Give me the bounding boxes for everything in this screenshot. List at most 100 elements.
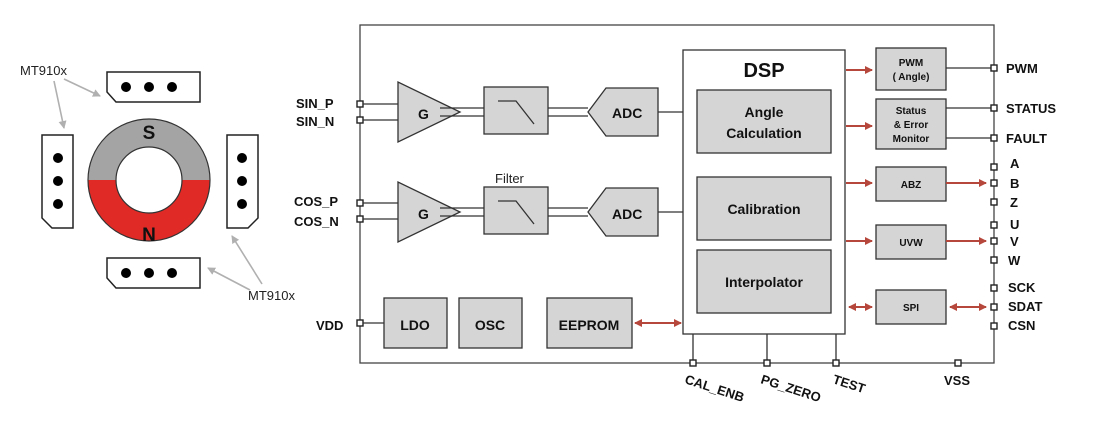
pin-label-sdat: SDAT <box>1008 299 1042 314</box>
ldo-label: LDO <box>400 317 430 333</box>
pin-pad-status <box>990 104 998 112</box>
status-monitor-label-line1: Status <box>896 106 927 117</box>
status-monitor-block <box>875 98 947 150</box>
pin-label-test: TEST <box>831 372 867 397</box>
eeprom-block <box>546 297 633 349</box>
lowpass-symbol-cos <box>498 200 535 225</box>
dsp-title: DSP <box>743 60 784 82</box>
gain-label-sin: G <box>418 106 429 122</box>
sin-signal-chain: G ADC <box>363 80 683 144</box>
input-pins: SIN_P SIN_N COS_P COS_N VDD <box>294 96 364 333</box>
pin-label-sck: SCK <box>1008 280 1036 295</box>
magnet-sensor-figure: S N MT910x <box>20 63 295 303</box>
gain-amplifier-sin <box>397 80 462 144</box>
pwm-block-label-line1: PWM <box>899 58 923 69</box>
filter-block-sin <box>483 86 549 135</box>
filter-caption: Filter <box>495 171 525 186</box>
power-blocks: LDO OSC EEPROM <box>363 297 682 349</box>
pin-label-pwm: PWM <box>1006 61 1038 76</box>
pin-label-cos-n: COS_N <box>294 214 339 229</box>
status-monitor-label-line2: & Error <box>894 120 929 131</box>
pin-pad-u <box>990 221 998 229</box>
pin-pad-sin-n <box>356 116 364 124</box>
spi-block <box>875 289 947 325</box>
interpolator-label: Interpolator <box>725 274 803 290</box>
pin-pad-cos-n <box>356 215 364 223</box>
ring-magnet: S N <box>87 118 211 246</box>
pin-pad-sck <box>990 284 998 292</box>
adc-label-cos: ADC <box>612 206 642 222</box>
pointer-arrow-bottom-chip <box>207 267 251 291</box>
pin-label-w: W <box>1008 253 1021 268</box>
calibration-label: Calibration <box>727 201 800 217</box>
gain-amplifier-cos <box>397 180 462 244</box>
pin-label-status: STATUS <box>1006 101 1056 116</box>
pin-pad-sdat <box>990 303 998 311</box>
magnet-north-half <box>88 180 210 241</box>
pin-pad-csn <box>990 322 998 330</box>
pin-label-cos-p: COS_P <box>294 194 338 209</box>
sensor-chip-bottom <box>106 257 201 289</box>
pin-label-u: U <box>1010 217 1019 232</box>
pin-pad-a <box>990 163 998 171</box>
pin-pad-v <box>990 237 998 245</box>
pin-label-b: B <box>1010 176 1019 191</box>
status-monitor-label-line3: Monitor <box>893 134 930 145</box>
pointer-arrow-left-chip <box>53 80 67 129</box>
cos-signal-chain: G Filter ADC <box>363 171 683 244</box>
magnet-south-half <box>88 119 210 180</box>
eeprom-label: EEPROM <box>559 317 620 333</box>
uvw-block <box>875 224 947 260</box>
sensor-chip-right <box>226 134 259 229</box>
pin-pad-pwm <box>990 64 998 72</box>
sensor-label-bottom: MT910x <box>248 288 295 303</box>
spi-label: SPI <box>903 303 919 314</box>
pointer-arrow-right-chip <box>231 235 263 285</box>
magnet-north-label: N <box>142 225 156 246</box>
sensor-label-top: MT910x <box>20 63 67 78</box>
adc-label-sin: ADC <box>612 105 642 121</box>
osc-label: OSC <box>475 317 505 333</box>
pin-pad-w <box>990 256 998 264</box>
output-pins: PWM STATUS FAULT A B Z U V W SCK SDAT CS… <box>990 61 1056 333</box>
filter-block-cos <box>483 186 549 235</box>
pin-pad-cal-enb <box>689 359 697 367</box>
pin-pad-vss <box>954 359 962 367</box>
pin-pad-b <box>990 179 998 187</box>
abz-block <box>875 166 947 202</box>
calibration-block <box>696 176 832 241</box>
angle-calculation-label-line1: Angle <box>745 104 784 120</box>
output-blocks: PWM ( Angle) Status & Error Monitor ABZ … <box>846 47 992 325</box>
pin-label-sin-p: SIN_P <box>296 96 334 111</box>
angle-calculation-block <box>696 89 832 154</box>
pin-pad-z <box>990 198 998 206</box>
pin-label-cal-enb: CAL_ENB <box>683 372 746 405</box>
sensor-chip-top <box>106 71 201 103</box>
pin-label-fault: FAULT <box>1006 131 1047 146</box>
chip-block-diagram: SIN_P SIN_N COS_P COS_N VDD G ADC <box>294 24 1056 405</box>
pin-label-vss: VSS <box>944 373 970 388</box>
pin-label-pg-zero: PG_ZERO <box>759 372 823 405</box>
abz-label: ABZ <box>901 180 922 191</box>
pwm-block <box>875 47 947 91</box>
pin-pad-test <box>832 359 840 367</box>
ldo-block <box>383 297 448 349</box>
dsp-core: DSP Angle Calculation Calibration Interp… <box>682 49 846 335</box>
pin-pad-pg-zero <box>763 359 771 367</box>
pin-label-csn: CSN <box>1008 318 1035 333</box>
pin-pad-cos-p <box>356 199 364 207</box>
pointer-arrow-top-chip <box>63 78 101 97</box>
pin-pad-fault <box>990 134 998 142</box>
pin-pad-sin-p <box>356 100 364 108</box>
gain-label-cos: G <box>418 206 429 222</box>
angle-calculation-label-line2: Calculation <box>726 125 801 141</box>
pin-label-a: A <box>1010 156 1020 171</box>
uvw-label: UVW <box>899 238 923 249</box>
pin-pad-vdd <box>356 319 364 327</box>
interpolator-block <box>696 249 832 314</box>
osc-block <box>458 297 523 349</box>
magnet-south-label: S <box>143 123 156 144</box>
pin-label-z: Z <box>1010 195 1018 210</box>
pin-label-sin-n: SIN_N <box>296 114 334 129</box>
